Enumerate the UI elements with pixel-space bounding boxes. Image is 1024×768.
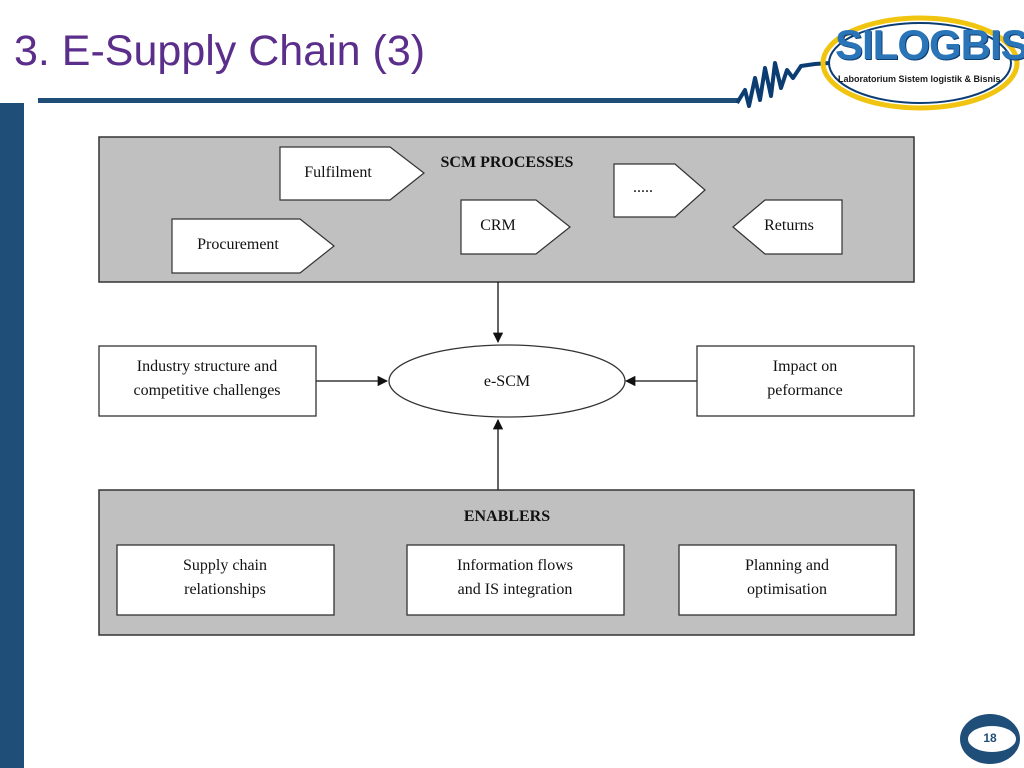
process-fulfilment: Fulfilment xyxy=(279,146,425,201)
impact-line-1: Impact on xyxy=(773,358,837,375)
impact-line-2: peformance xyxy=(767,382,843,399)
escm-ellipse xyxy=(388,344,626,418)
page-number-badge xyxy=(960,714,1020,764)
process-label: ..... xyxy=(633,179,653,196)
impact-performance-box xyxy=(696,345,915,417)
process-label: Returns xyxy=(764,217,814,234)
enabler-line-1: Planning and xyxy=(745,557,829,574)
scm-processes-heading: SCM PROCESSES xyxy=(441,154,574,171)
title-underline xyxy=(38,98,738,103)
enabler-line-1: Supply chain xyxy=(183,557,267,574)
enabler-line-2: and IS integration xyxy=(458,581,573,598)
enabler-line-1: Information flows xyxy=(457,557,573,574)
escm-label: e-SCM xyxy=(484,373,530,390)
enabler-line-2: relationships xyxy=(184,581,266,598)
logo-caption: Laboratorium Sistem logistik & Bisnis xyxy=(838,74,1001,84)
enabler-supply-chain: Supply chain relationships xyxy=(116,544,335,616)
process-label: Fulfilment xyxy=(304,164,372,181)
industry-structure-box xyxy=(98,345,317,417)
left-accent-bar xyxy=(0,103,24,768)
process-label: CRM xyxy=(480,217,516,234)
process-crm: CRM xyxy=(460,199,571,255)
process-label: Procurement xyxy=(197,236,279,253)
process-more: ..... xyxy=(613,163,706,218)
industry-structure-line-2: competitive challenges xyxy=(133,382,280,399)
enabler-line-2: optimisation xyxy=(747,581,827,598)
slide-title: 3. E-Supply Chain (3) xyxy=(14,27,426,75)
page-number: 18 xyxy=(983,731,997,745)
silogbis-logo xyxy=(735,15,1020,111)
logo-wordmark: SILOGBIS xyxy=(835,21,1024,68)
enabler-planning: Planning and optimisation xyxy=(678,544,897,616)
industry-structure-line-1: Industry structure and xyxy=(137,358,277,375)
process-returns: Returns xyxy=(732,199,843,255)
enablers-heading: ENABLERS xyxy=(464,508,550,525)
enabler-information-flows: Information flows and IS integration xyxy=(406,544,625,616)
process-procurement: Procurement xyxy=(171,218,335,274)
